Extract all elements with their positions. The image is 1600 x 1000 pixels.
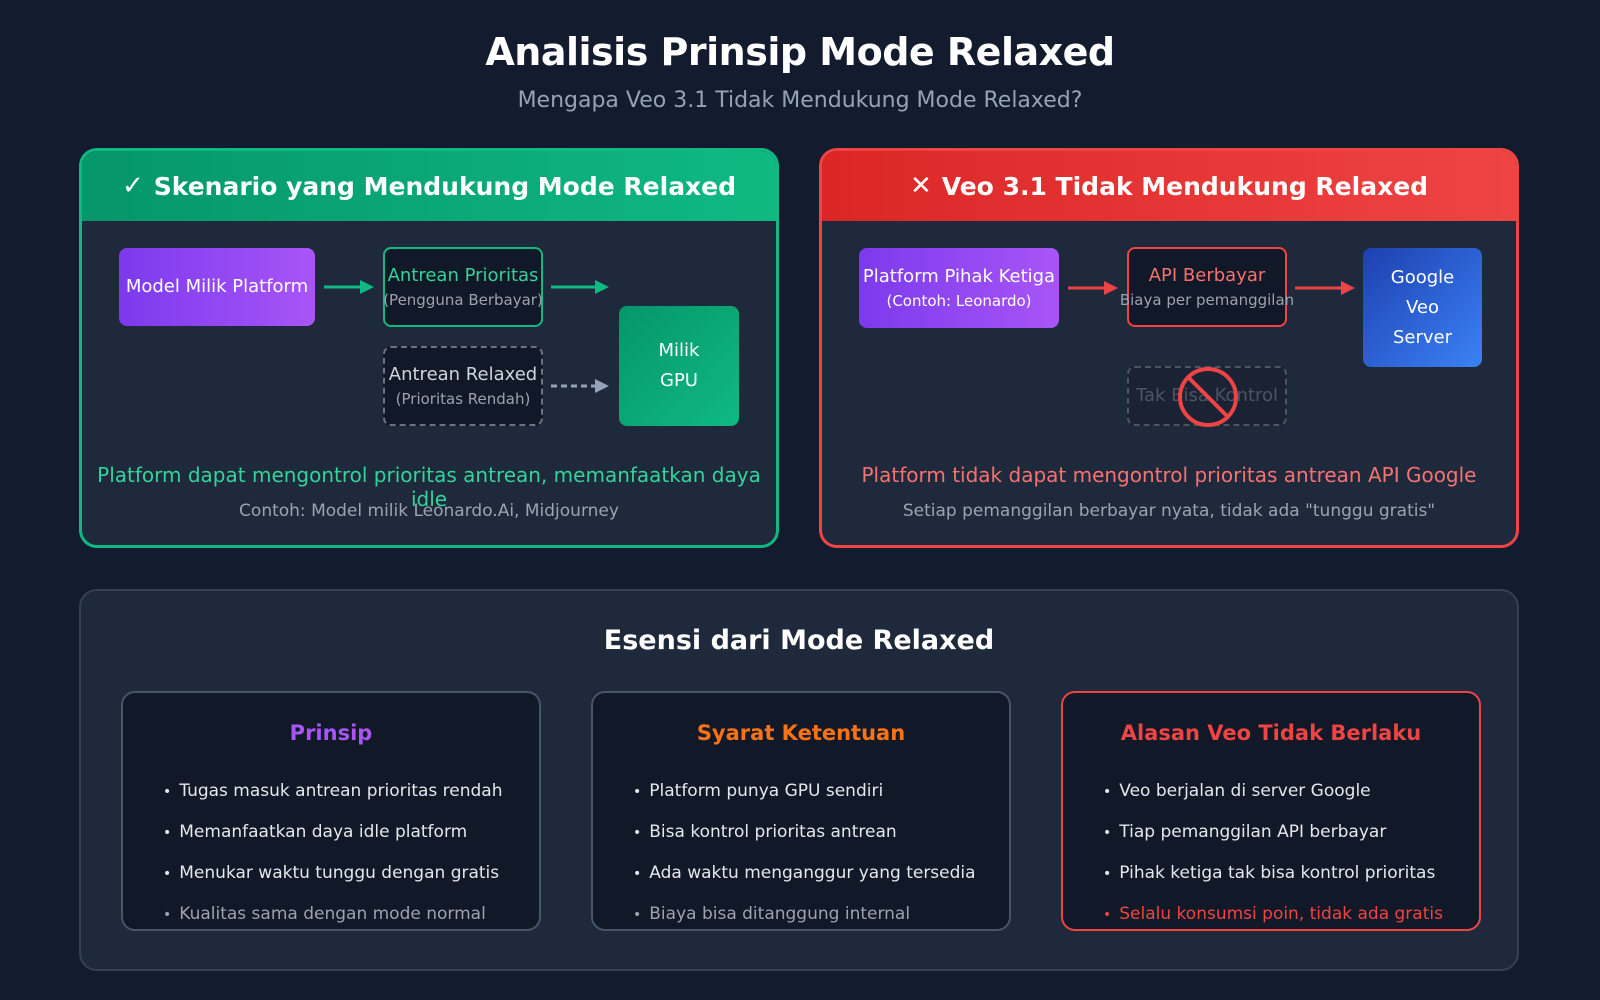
unsupported-example: Setiap pemanggilan berbayar nyata, tidak…: [902, 501, 1436, 521]
supported-scenario-header: ✓ Skenario yang Mendukung Mode Relaxed: [82, 151, 776, 221]
list-item: Kualitas sama dengan mode normal: [163, 894, 503, 935]
essence-title: Esensi dari Mode Relaxed: [603, 625, 995, 656]
list-item: Bisa kontrol prioritas antrean: [633, 812, 976, 853]
priority-queue-label: Antrean Prioritas: [387, 265, 539, 286]
supported-scenario-panel: ✓ Skenario yang Mendukung Mode Relaxed M…: [79, 148, 779, 548]
google-server-line1: Google: [1390, 266, 1455, 288]
list-item: Menukar waktu tunggu dengan gratis: [163, 853, 503, 894]
page-title: Analisis Prinsip Mode Relaxed: [485, 30, 1115, 74]
paid-api-label: API Berbayar: [1148, 265, 1266, 286]
list-item: Memanfaatkan daya idle platform: [163, 812, 503, 853]
google-server-node: Google Veo Server: [1363, 248, 1482, 367]
principle-card: Prinsip Tugas masuk antrean prioritas re…: [121, 691, 541, 931]
list-item: Tugas masuk antrean prioritas rendah: [163, 771, 502, 812]
supported-scenario-title: Skenario yang Mendukung Mode Relaxed: [153, 171, 737, 201]
gpu-node: Milik GPU: [619, 306, 739, 426]
priority-queue-sublabel: (Pengguna Berbayar): [383, 291, 543, 309]
requirements-list: Platform punya GPU sendiri Bisa kontrol …: [633, 771, 976, 935]
gpu-label-line2: GPU: [660, 370, 698, 391]
principle-list: Tugas masuk antrean prioritas rendah Mem…: [163, 771, 503, 935]
arrow-model-to-priority: [324, 280, 374, 294]
essence-section: Esensi dari Mode Relaxed Prinsip Tugas m…: [79, 589, 1519, 971]
gpu-label-line1: Milik: [658, 340, 700, 361]
prohibited-icon: [1178, 367, 1238, 427]
veo-reasons-card-title: Alasan Veo Tidak Berlaku: [1120, 721, 1422, 745]
unsupported-scenario-title: Veo 3.1 Tidak Mendukung Relaxed: [941, 171, 1429, 201]
requirements-card-title: Syarat Ketentuan: [696, 721, 906, 745]
relaxed-queue-label: Antrean Relaxed: [388, 364, 538, 385]
unsupported-scenario-header: ✕ Veo 3.1 Tidak Mendukung Relaxed: [822, 151, 1516, 221]
relaxed-queue-sublabel: (Prioritas Rendah): [395, 390, 531, 408]
principle-card-title: Prinsip: [289, 721, 373, 745]
third-party-label: Platform Pihak Ketiga: [862, 266, 1056, 287]
relaxed-queue-node: Antrean Relaxed (Prioritas Rendah): [383, 346, 543, 426]
paid-api-node: API Berbayar Biaya per pemanggilan: [1120, 247, 1294, 327]
list-item: Veo berjalan di server Google: [1103, 771, 1443, 812]
platform-model-label: Model Milik Platform: [125, 276, 309, 297]
list-item: Ada waktu menganggur yang tersedia: [633, 853, 975, 894]
list-item: Selalu konsumsi poin, tidak ada gratis: [1103, 894, 1443, 935]
page-subtitle: Mengapa Veo 3.1 Tidak Mendukung Mode Rel…: [517, 88, 1083, 113]
list-item: Platform punya GPU sendiri: [633, 771, 976, 812]
supported-note: Platform dapat mengontrol prioritas antr…: [97, 463, 761, 511]
veo-reasons-card: Alasan Veo Tidak Berlaku Veo berjalan di…: [1061, 691, 1481, 931]
google-server-line2: Veo: [1405, 296, 1439, 318]
cross-icon: ✕: [909, 171, 932, 201]
paid-api-sublabel: Biaya per pemanggilan: [1119, 291, 1295, 309]
priority-queue-node: Antrean Prioritas (Pengguna Berbayar): [383, 247, 543, 327]
arrow-relaxed-to-gpu: [551, 379, 609, 393]
arrow-priority-to-gpu: [551, 280, 609, 294]
google-server-line3: Server: [1392, 326, 1453, 348]
check-icon: ✓: [121, 171, 144, 201]
list-item: Pihak ketiga tak bisa kontrol prioritas: [1103, 853, 1443, 894]
list-item: Tiap pemanggilan API berbayar: [1103, 812, 1443, 853]
unsupported-note: Platform tidak dapat mengontrol priorita…: [861, 463, 1477, 487]
veo-reasons-list: Veo berjalan di server Google Tiap peman…: [1103, 771, 1443, 935]
third-party-node: Platform Pihak Ketiga (Contoh: Leonardo): [859, 248, 1059, 328]
third-party-sublabel: (Contoh: Leonardo): [886, 292, 1032, 310]
unsupported-scenario-panel: ✕ Veo 3.1 Tidak Mendukung Relaxed Platfo…: [819, 148, 1519, 548]
requirements-card: Syarat Ketentuan Platform punya GPU send…: [591, 691, 1011, 931]
list-item: Biaya bisa ditanggung internal: [633, 894, 976, 935]
arrow-api-to-google: [1295, 281, 1355, 295]
supported-example: Contoh: Model milik Leonardo.Ai, Midjour…: [239, 501, 619, 521]
platform-model-node: Model Milik Platform: [119, 248, 315, 326]
arrow-thirdparty-to-api: [1068, 281, 1118, 295]
